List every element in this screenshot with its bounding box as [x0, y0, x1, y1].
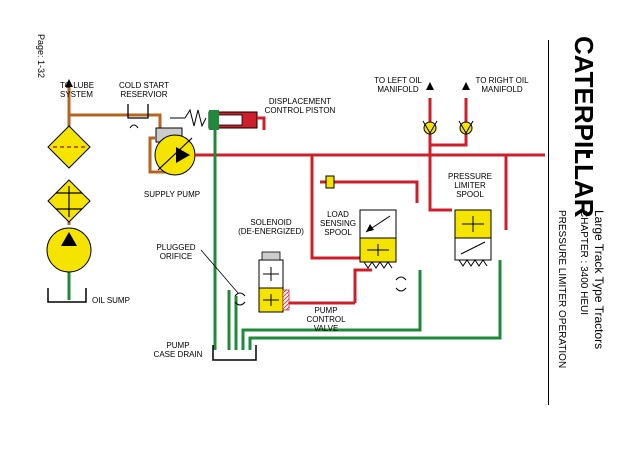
load-sensing-label: LOAD SENSING SPOOL [319, 210, 356, 237]
oil-sump [47, 288, 87, 303]
cold-start-reservoir [127, 104, 149, 129]
left-manifold-label: TO LEFT OIL MANIFOLD [374, 76, 422, 94]
high-pressure-lines [195, 98, 545, 305]
solenoid-label: SOLENOID (DE-ENERGIZED) [238, 218, 304, 236]
cooler-icon [47, 179, 91, 223]
left-manifold-arrow-icon [426, 82, 434, 90]
pressure-limiter-spool [454, 209, 492, 267]
orifice-icon [325, 175, 335, 189]
load-sensing-spool [359, 209, 397, 269]
chapter-label: CHAPTER : 3400 HEUI [578, 210, 589, 316]
supply-pump-label: SUPPLY PUMP [143, 190, 201, 199]
filter-icon [47, 125, 91, 169]
pressure-limiter-label: PRESSURE LIMITER SPOOL [447, 172, 492, 199]
pump-control-label: PUMP CONTROL VALVE [306, 306, 346, 333]
oil-sump-label: OIL SUMP [92, 296, 130, 305]
right-manifold-check-valve-icon [458, 120, 474, 135]
to-lube-label: TO LUBE SYSTEM [60, 81, 95, 99]
case-drain-lines [213, 112, 502, 350]
to-lube-arrow-icon [65, 79, 73, 87]
supply-pump-icon [154, 127, 196, 176]
right-manifold-label: TO RIGHT OIL MANIFOLD [475, 76, 529, 94]
displacement-label: DISPLACEMENT CONTROL PISTON [264, 97, 336, 115]
load-sensing-orifice-icon [395, 276, 407, 292]
page-title: Large Track Type Tractors [592, 210, 606, 350]
header-rule [548, 40, 549, 405]
page-subtitle: PRESSURE LIMITER OPERATION [556, 210, 567, 369]
brand-logo: CATERPILLAR [569, 36, 599, 218]
case-drain-label: PUMP CASE DRAIN [153, 341, 203, 359]
left-manifold-check-valve-icon [422, 120, 438, 135]
lube-pump-icon [46, 227, 92, 273]
cold-start-label: COLD START RESERVIOR [119, 81, 169, 99]
pump-control-valve [258, 251, 290, 313]
pump-case-drain-sump [212, 345, 257, 361]
right-manifold-arrow-icon [462, 82, 470, 90]
plugged-orifice-icon [200, 249, 246, 306]
logo-underline [586, 150, 590, 158]
plugged-orifice-label: PLUGGED ORIFICE [156, 243, 196, 261]
page-number: Page: 1-32 [36, 34, 46, 79]
